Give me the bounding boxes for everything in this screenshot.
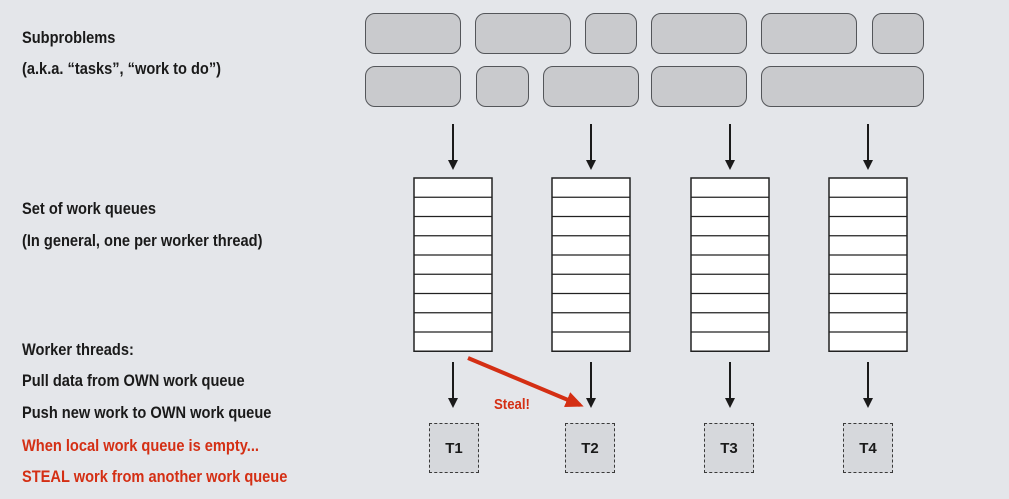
- steal-work-text: STEAL work from another work queue: [22, 467, 288, 486]
- task-box: [761, 66, 924, 107]
- task-box: [872, 13, 924, 54]
- thread-box-t1: T1: [429, 423, 479, 473]
- subproblems-sublabel: (a.k.a. “tasks”, “work to do”): [22, 59, 222, 78]
- task-box: [475, 13, 571, 54]
- task-box: [761, 13, 857, 54]
- empty-queue-text: When local work queue is empty...: [22, 436, 259, 455]
- work-queue-1: [413, 177, 493, 352]
- push-own-queue-text: Push new work to OWN work queue: [22, 403, 272, 422]
- task-box: [651, 66, 747, 107]
- task-box: [585, 13, 637, 54]
- thread-box-t2: T2: [565, 423, 615, 473]
- thread-box-t4: T4: [843, 423, 893, 473]
- steal-arrow-icon: [467, 356, 584, 407]
- task-box: [365, 66, 461, 107]
- thread-box-t3: T3: [704, 423, 754, 473]
- steal-label: Steal!: [494, 396, 530, 413]
- thread-label: T2: [581, 439, 599, 457]
- task-box: [365, 13, 461, 54]
- subproblems-label: Subproblems: [22, 28, 116, 47]
- work-queue-3: [690, 177, 770, 352]
- work-queues-label: Set of work queues: [22, 199, 157, 218]
- task-box: [651, 13, 747, 54]
- work-queue-2: [551, 177, 631, 352]
- thread-label: T4: [859, 439, 877, 457]
- thread-label: T3: [720, 439, 738, 457]
- task-box: [543, 66, 639, 107]
- thread-label: T1: [445, 439, 463, 457]
- task-box: [476, 66, 529, 107]
- work-queues-sublabel: (In general, one per worker thread): [22, 231, 263, 250]
- work-queue-4: [828, 177, 908, 352]
- pull-own-queue-text: Pull data from OWN work queue: [22, 371, 245, 390]
- worker-threads-label: Worker threads:: [22, 340, 134, 359]
